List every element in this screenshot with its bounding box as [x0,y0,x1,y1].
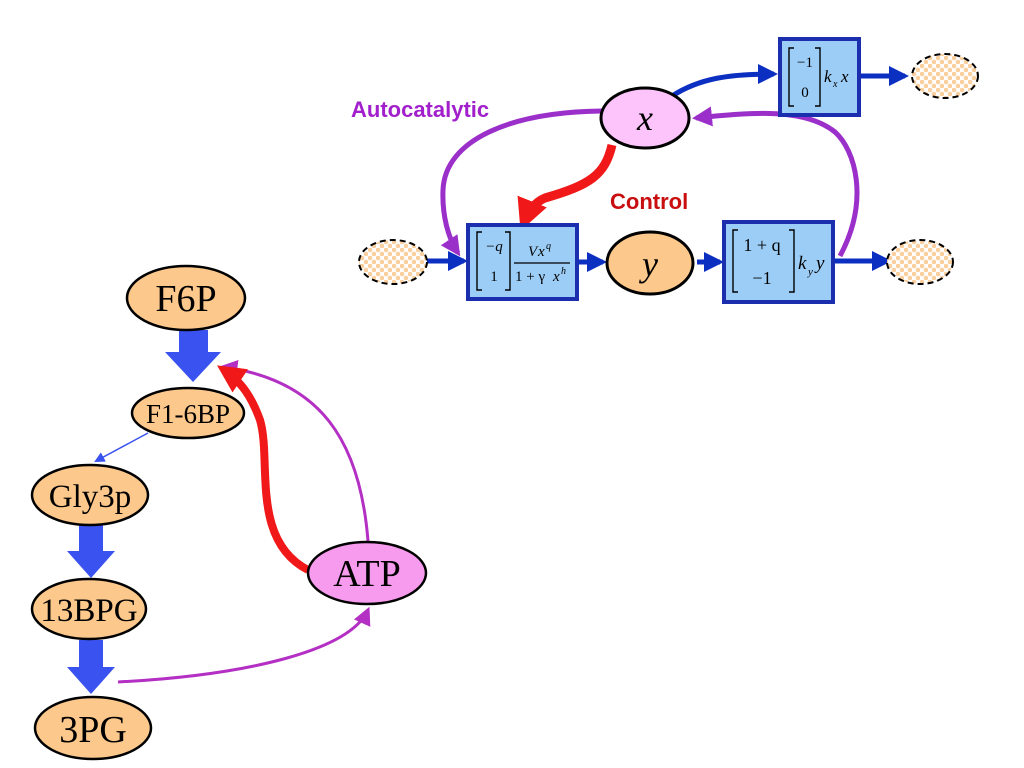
sink-node-right [886,239,954,285]
matrix-bracket-left [476,231,482,291]
rate-right-sub: y [807,266,813,278]
node-f16bp-label: F1-6BP [146,399,230,429]
process-box-production-y: −q 1 V x q 1 + γ x h [466,223,579,301]
label-autocatalytic: Autocatalytic [351,97,489,122]
rate-top-sub: x [832,79,838,90]
matrix-bracket-left [788,47,794,107]
node-13bpg-label: 13BPG [40,593,137,629]
atp-inhibition-arrow [217,365,310,574]
node-3pg [33,695,153,761]
node-gly3p-label: Gly3p [49,479,132,515]
rate-right-var: y [814,253,825,274]
flux-arrow-gly3p-13bpg [67,524,115,578]
node-f6p-label: F6P [155,278,216,320]
rate-left-numerator-x: x [537,244,545,260]
source-node-left [358,239,428,285]
node-x [599,86,691,150]
label-control: Control [610,189,688,214]
matrix-bracket-right [815,47,821,107]
flow-arrow-x-to-top-box [670,64,778,99]
control-arrow [517,143,617,231]
node-13bpg [30,577,148,641]
rate-left-numerator-v: V [528,244,539,260]
rate-left-denominator-x: x [552,269,560,285]
node-y-label: y [639,244,658,284]
atp-feedback-arrow [219,360,370,542]
rate-right-k: k [798,253,807,274]
stoich-left-2: 1 [490,269,498,285]
rate-left-numerator-exp: q [546,241,551,252]
stoich-top-2: 0 [801,85,809,101]
flux-arrow-f6p-f16bp [165,330,221,382]
rate-top-k: k [824,67,832,86]
node-3pg-label: 3PG [59,709,127,751]
stoich-right-2: −1 [752,268,771,288]
node-atp-label: ATP [333,553,401,595]
node-atp [306,540,428,606]
atp-production-arrow [117,606,371,684]
stoich-right-1: 1 + q [743,235,780,255]
node-f6p [125,264,247,332]
matrix-bracket-right [505,231,511,291]
model-network: Autocatalytic Control x y −1 0 k [351,37,979,304]
flux-arrow-13bpg-3pg [67,640,115,694]
process-box-degradation-y: 1 + q −1 k y y [722,220,835,304]
feedback-arrow-right-box-to-x [692,106,860,258]
node-gly3p [30,463,150,527]
rate-left-denominator: 1 + γ [515,269,545,285]
glycolysis-pathway: F6P F1-6BP Gly3p 13BPG 3PG ATP [30,264,428,761]
process-box-degradation-x: −1 0 k x x [778,37,861,117]
stoich-left-1: −q [485,239,503,255]
node-y [605,230,695,296]
matrix-bracket-left [732,229,738,293]
node-x-label: x [636,98,653,138]
node-f16bp [130,386,246,440]
rate-left-denominator-exp: h [561,266,566,277]
autocatalytic-arrow [440,108,603,257]
rate-top-var: x [840,67,849,86]
flux-arrow-f16bp-gly3p [94,432,149,462]
sink-node-top [911,53,979,99]
matrix-bracket-right [789,229,795,293]
stoich-top-1: −1 [797,55,813,71]
